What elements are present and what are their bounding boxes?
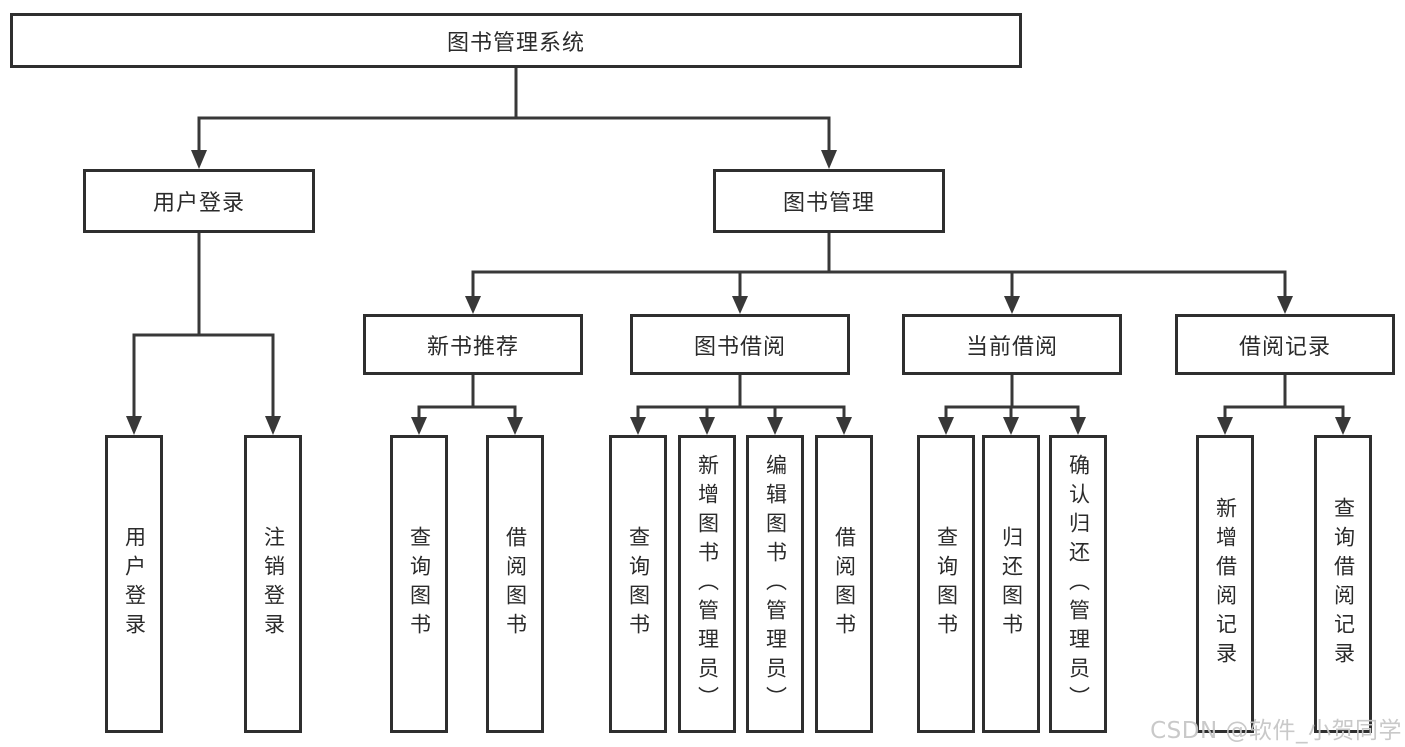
- leaf-add-borrow-record: 新增借阅记录: [1196, 435, 1254, 733]
- node-label: 新增借阅记录: [1213, 497, 1238, 671]
- node-label: 借阅记录: [1238, 334, 1331, 360]
- leaf-edit-books-admin: 编辑图书（管理员）: [746, 435, 804, 733]
- node-label: 编辑图书（管理员）: [763, 453, 788, 715]
- leaf-add-books-admin: 新增图书（管理员）: [678, 435, 736, 733]
- node-label: 确认归还（管理员）: [1066, 453, 1091, 715]
- leaf-logout: 注销登录: [244, 435, 302, 733]
- node-label: 归还图书: [999, 526, 1024, 642]
- node-book-management: 图书管理: [713, 169, 945, 233]
- node-borrowing-records: 借阅记录: [1175, 314, 1395, 375]
- leaf-confirm-return-admin: 确认归还（管理员）: [1049, 435, 1107, 733]
- node-label: 查询借阅记录: [1331, 497, 1356, 671]
- node-label: 借阅图书: [832, 526, 857, 642]
- leaf-query-books: 查询图书: [609, 435, 667, 733]
- leaf-query-books: 查询图书: [390, 435, 448, 733]
- leaf-query-borrow-record: 查询借阅记录: [1314, 435, 1372, 733]
- leaf-return-books: 归还图书: [982, 435, 1040, 733]
- leaf-borrow-books: 借阅图书: [486, 435, 544, 733]
- node-label: 当前借阅: [965, 334, 1058, 360]
- node-new-book-recommend: 新书推荐: [363, 314, 583, 375]
- node-label: 查询图书: [934, 526, 959, 642]
- node-current-borrowing: 当前借阅: [902, 314, 1122, 375]
- leaf-query-books: 查询图书: [917, 435, 975, 733]
- node-label: 用户登录: [152, 191, 245, 216]
- node-label: 用户登录: [122, 526, 147, 642]
- node-label: 图书借阅: [693, 334, 786, 360]
- arrowheads: [126, 150, 1351, 435]
- node-label: 查询图书: [407, 526, 432, 642]
- csdn-watermark: CSDN @软件_小贺同学: [1150, 718, 1402, 744]
- leaf-user-login: 用户登录: [105, 435, 163, 733]
- node-label: 注销登录: [261, 526, 286, 642]
- node-label: 图书管理系统: [446, 30, 585, 56]
- node-label: 新增图书（管理员）: [695, 453, 720, 715]
- node-user-login: 用户登录: [83, 169, 315, 233]
- node-library-system: 图书管理系统: [10, 13, 1022, 68]
- node-label: 查询图书: [626, 526, 651, 642]
- node-label: 新书推荐: [426, 334, 519, 360]
- node-label: 图书管理: [782, 191, 875, 216]
- node-label: 借阅图书: [503, 526, 528, 642]
- leaf-borrow-books: 借阅图书: [815, 435, 873, 733]
- node-book-borrowing: 图书借阅: [630, 314, 850, 375]
